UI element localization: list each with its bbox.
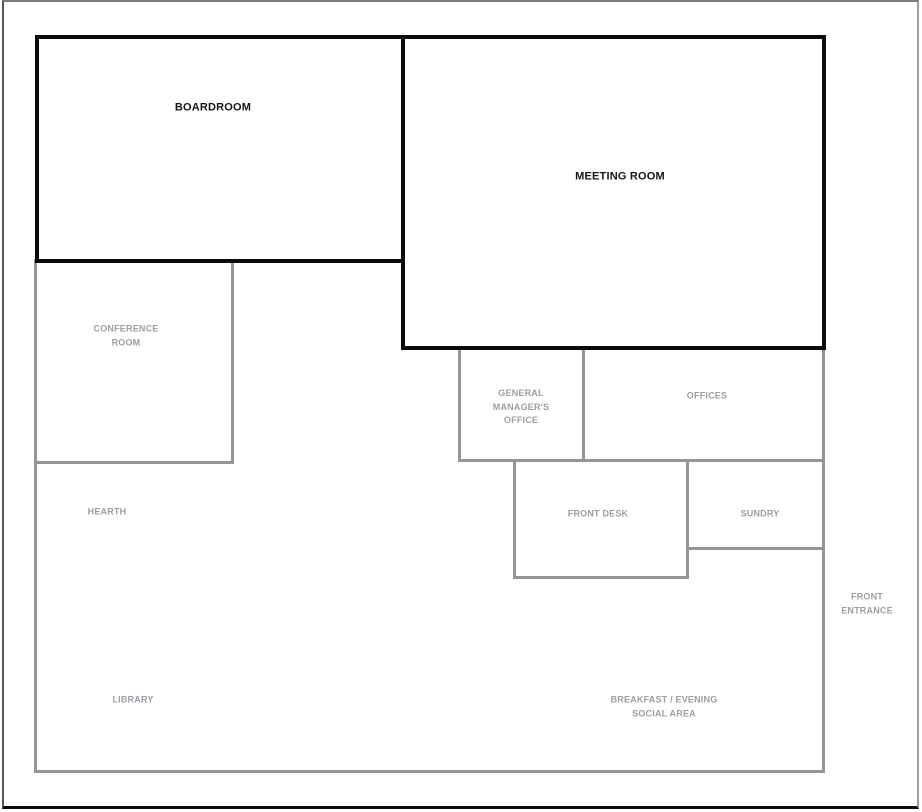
offices-bottom-wall <box>583 459 825 462</box>
building-wall-right <box>822 348 825 773</box>
conference-room-outline <box>34 259 234 464</box>
boardroom-outline <box>35 35 405 263</box>
building-wall-left <box>34 259 37 773</box>
building-wall-bottom <box>34 770 825 773</box>
meeting-room-outline <box>401 35 826 350</box>
sundry-bottom-wall <box>687 547 825 550</box>
general-managers-office-outline <box>458 346 585 462</box>
front-desk-outline <box>513 459 689 579</box>
